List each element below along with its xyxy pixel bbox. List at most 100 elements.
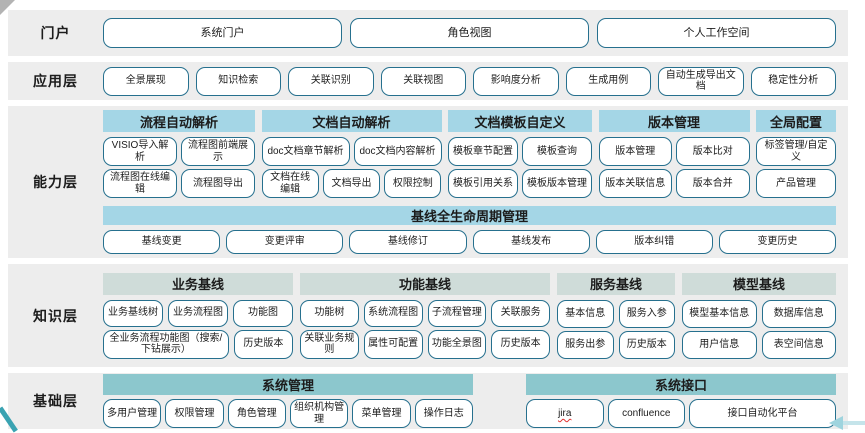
feature-box: 知识检索 bbox=[195, 66, 281, 96]
application-boxes: 全景展现知识检索关联识别关联视图影响度分析生成用例自动生成导出文档稳定性分析 bbox=[103, 66, 836, 96]
feature-box: doc文档内容解析 bbox=[353, 137, 442, 166]
layer-band-capability: 能力层 流程自动解析 VISIO导入解析流程图前端展示流程图在线编辑流程图导出 … bbox=[8, 106, 848, 258]
group-header: 功能基线 bbox=[300, 272, 550, 295]
feature-box: 角色管理 bbox=[227, 399, 286, 428]
feature-box: 流程图前端展示 bbox=[181, 137, 255, 166]
feature-box: 版本合并 bbox=[676, 169, 750, 198]
feature-box: 历史版本 bbox=[618, 330, 675, 359]
feature-box: 表空间信息 bbox=[761, 330, 836, 359]
feature-box: 流程图在线编辑 bbox=[103, 169, 177, 198]
feature-box: 关联识别 bbox=[288, 66, 374, 96]
group-header: 版本管理 bbox=[598, 110, 750, 132]
group-header: 服务基线 bbox=[557, 272, 675, 295]
feature-box: 关联服务 bbox=[491, 299, 550, 327]
feature-box: 属性可配置 bbox=[363, 329, 423, 359]
capability-group-template-custom: 文档模板自定义 模板章节配置模板查询模板引用关系模板版本管理 bbox=[448, 110, 592, 198]
feature-box: 影响度分析 bbox=[473, 66, 559, 96]
feature-box: 生成用例 bbox=[565, 66, 651, 96]
box-row: 模型基本信息数据库信息 bbox=[682, 299, 836, 328]
feature-box: 操作日志 bbox=[414, 399, 473, 428]
capability-group-version-mgmt: 版本管理 版本管理版本比对版本关联信息版本合并 bbox=[598, 110, 750, 198]
feature-box: VISIO导入解析 bbox=[103, 137, 177, 166]
layer-band-application: 应用层 全景展现知识检索关联识别关联视图影响度分析生成用例自动生成导出文档稳定性… bbox=[8, 62, 848, 100]
feature-box: 多用户管理 bbox=[103, 399, 162, 428]
box-row: 用户信息表空间信息 bbox=[682, 330, 836, 359]
group-header: 系统接口 bbox=[526, 374, 836, 395]
box-row: 业务基线树业务流程图功能图 bbox=[103, 299, 293, 327]
box-row: 全业务流程功能图（搜索/下钻展示）历史版本 bbox=[103, 329, 293, 359]
feature-box: 服务出参 bbox=[557, 330, 614, 359]
baseline-boxes: 基线变更变更评审基线修订基线发布版本纠错变更历史 bbox=[103, 230, 837, 254]
box-row: 标签管理/自定义 bbox=[756, 137, 836, 166]
feature-box: 流程图导出 bbox=[181, 169, 255, 198]
feature-box: 自动生成导出文档 bbox=[658, 66, 744, 96]
feature-box: 变更历史 bbox=[718, 230, 837, 254]
feature-box: 版本比对 bbox=[676, 137, 750, 166]
feature-box: 历史版本 bbox=[233, 329, 293, 359]
feature-box: 全业务流程功能图（搜索/下钻展示） bbox=[103, 329, 229, 359]
feature-box: 变更评审 bbox=[226, 230, 344, 254]
bottom-right-arrow bbox=[829, 416, 865, 430]
knowledge-group-model-baseline: 模型基线 模型基本信息数据库信息用户信息表空间信息 bbox=[682, 272, 836, 359]
feature-box: 业务基线树 bbox=[103, 299, 163, 327]
layer-band-portal: 门户 系统门户角色视图个人工作空间 bbox=[8, 10, 848, 56]
box-row: 服务出参历史版本 bbox=[557, 330, 675, 359]
feature-box: 模板版本管理 bbox=[522, 169, 592, 198]
group-header: 文档自动解析 bbox=[261, 110, 442, 132]
box-row: VISIO导入解析流程图前端展示 bbox=[103, 137, 255, 166]
feature-box: 组织机构管理 bbox=[289, 399, 349, 428]
knowledge-group-service-baseline: 服务基线 基本信息服务入参服务出参历史版本 bbox=[557, 272, 675, 359]
feature-box: doc文档章节解析 bbox=[261, 137, 350, 166]
feature-box: 权限管理 bbox=[165, 399, 224, 428]
feature-box: confluence bbox=[607, 399, 685, 428]
group-header: 系统管理 bbox=[103, 374, 473, 395]
layer-band-knowledge: 知识层 业务基线 业务基线树业务流程图功能图全业务流程功能图（搜索/下钻展示）历… bbox=[8, 264, 848, 367]
box-row: 模板引用关系模板版本管理 bbox=[448, 169, 592, 198]
feature-box: 关联视图 bbox=[380, 66, 466, 96]
box-row: 功能树系统流程图子流程管理关联服务 bbox=[300, 299, 550, 327]
feature-box: 历史版本 bbox=[491, 329, 550, 359]
feature-box: 文档在线编辑 bbox=[261, 169, 319, 198]
box-row: 产品管理 bbox=[756, 169, 836, 198]
feature-box: 关联业务规则 bbox=[300, 329, 359, 359]
feature-box: 系统流程图 bbox=[363, 299, 423, 327]
feature-box: 基线发布 bbox=[472, 230, 590, 254]
feature-box: 基线变更 bbox=[103, 230, 221, 254]
box-row: 关联业务规则属性可配置功能全景图历史版本 bbox=[300, 329, 550, 359]
feature-box: 服务入参 bbox=[618, 299, 675, 328]
feature-box: 版本管理 bbox=[598, 137, 672, 166]
feature-box: 基线修订 bbox=[349, 230, 467, 254]
capability-group-process-parsing: 流程自动解析 VISIO导入解析流程图前端展示流程图在线编辑流程图导出 bbox=[103, 110, 255, 198]
group-header: 流程自动解析 bbox=[103, 110, 255, 132]
feature-box: 业务流程图 bbox=[168, 299, 228, 327]
layer-label-portal: 门户 bbox=[40, 25, 71, 41]
knowledge-groups: 业务基线 业务基线树业务流程图功能图全业务流程功能图（搜索/下钻展示）历史版本 … bbox=[103, 272, 836, 359]
feature-box: 角色视图 bbox=[350, 18, 589, 48]
feature-box: 基本信息 bbox=[557, 299, 614, 328]
feature-box: 功能全景图 bbox=[427, 329, 487, 359]
knowledge-group-business-baseline: 业务基线 业务基线树业务流程图功能图全业务流程功能图（搜索/下钻展示）历史版本 bbox=[103, 272, 293, 359]
feature-box: 模型基本信息 bbox=[682, 299, 757, 328]
feature-box: 接口自动化平台 bbox=[689, 399, 836, 428]
arrow-line bbox=[843, 421, 865, 425]
capability-groups: 流程自动解析 VISIO导入解析流程图前端展示流程图在线编辑流程图导出 文档自动… bbox=[103, 110, 836, 198]
feature-box: 功能图 bbox=[233, 299, 293, 327]
feature-box: 模板查询 bbox=[522, 137, 592, 166]
group-header: 文档模板自定义 bbox=[448, 110, 592, 132]
box-row: 模板章节配置模板查询 bbox=[448, 137, 592, 166]
box-row: 版本管理版本比对 bbox=[598, 137, 750, 166]
layer-label-knowledge: 知识层 bbox=[33, 307, 78, 324]
feature-box: 模板引用关系 bbox=[448, 169, 518, 198]
feature-box: 模板章节配置 bbox=[448, 137, 518, 166]
misspelled-text: jira bbox=[558, 407, 572, 419]
arrow-head-icon bbox=[829, 416, 843, 430]
feature-box: 文档导出 bbox=[322, 169, 381, 198]
feature-box: 版本关联信息 bbox=[598, 169, 672, 198]
base-groups: 系统管理 多用户管理权限管理角色管理组织机构管理菜单管理操作日志 系统接口 ji… bbox=[103, 374, 836, 428]
feature-box: 个人工作空间 bbox=[597, 18, 836, 48]
feature-box: 权限控制 bbox=[384, 169, 442, 198]
